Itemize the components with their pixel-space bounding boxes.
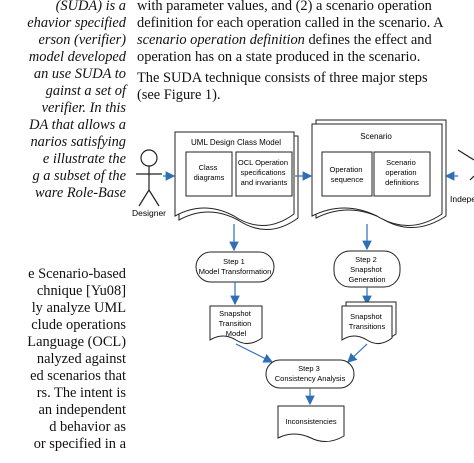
left-text-line: ehavior specified	[27, 15, 126, 31]
left-text-line: d behavior as	[49, 419, 126, 435]
text-segment: defines the effect and	[304, 32, 432, 48]
step2-line3: Generation	[348, 275, 385, 284]
ocl-line3: and invariants	[241, 178, 288, 187]
designer-actor-icon	[136, 149, 162, 207]
class-diagrams-line2: diagrams	[194, 173, 225, 182]
right-text-line: The SUDA technique consists of three maj…	[137, 70, 428, 87]
left-text-line: narios satisfying	[30, 134, 126, 150]
snap-model-line3: Model	[226, 329, 247, 338]
right-text-line: scenario operation definition defines th…	[137, 32, 432, 49]
left-text-line: erson (verifier)	[38, 32, 126, 48]
step2-line2: Snapshot	[350, 265, 383, 274]
svg-text:Snapshot Transition Mo: Snapshot Transition Model	[219, 309, 254, 338]
svg-text:Step 3 Consistency Analysi: Step 3 Consistency Analysis	[275, 364, 346, 383]
left-text-line: model developed	[28, 49, 126, 65]
snapshot-model-doc	[209, 305, 263, 344]
svg-text:Snapshot Transitions: Snapshot Transitions	[349, 312, 386, 331]
svg-text:Step 2 Snapshot Genera: Step 2 Snapshot Generation	[348, 255, 385, 284]
left-text-line: g a subset of the	[32, 168, 126, 184]
svg-text:Scenario operation def: Scenario operation definitions	[385, 158, 419, 187]
op-seq-line1: Operation	[329, 165, 362, 174]
left-text-line: ly analyze UML	[31, 300, 126, 316]
left-text-line: ed scenarios that	[30, 368, 126, 384]
text-segment: operation has on a state produced in the…	[137, 49, 421, 65]
inconsistencies-doc	[277, 405, 345, 442]
left-text-line: or specified in a	[33, 436, 126, 452]
step2-line1: Step 2	[355, 255, 377, 264]
text-segment: definition for each operation called in …	[137, 15, 444, 31]
left-text-line: rs. The intent is	[36, 385, 126, 401]
right-text-line: (see Figure 1).	[137, 87, 221, 104]
step1-line1: Step 1	[223, 257, 245, 266]
left-text-line: an independent	[38, 402, 126, 418]
left-text-line: nalyzed against	[36, 351, 126, 367]
ocl-spec-box	[235, 151, 293, 197]
ocl-line1: OCL Operation	[238, 158, 288, 167]
step1-line2: Model Transformation	[199, 267, 272, 276]
snap-model-line1: Snapshot	[219, 309, 252, 318]
class-diagrams-box	[185, 151, 233, 197]
scenario-title: Scenario	[360, 132, 392, 141]
right-text-line: operation has on a state produced in the…	[137, 49, 420, 66]
scenario-op-def-box	[373, 151, 431, 197]
left-text-line: clude operations	[31, 317, 126, 333]
text-segment: The SUDA technique consists of three maj…	[137, 70, 428, 86]
svg-text:Step 1 Model Transformatio: Step 1 Model Transformation	[199, 257, 272, 276]
svg-text:Class diagrams: Class diagrams	[194, 163, 225, 182]
snap-trans-line2: Transitions	[349, 322, 386, 331]
designer-label: Designer	[132, 208, 166, 218]
independent-actor-icon	[457, 149, 474, 181]
snap-trans-line1: Snapshot	[350, 312, 383, 321]
class-diagrams-line1: Class	[199, 163, 218, 172]
snap-model-line2: Transition	[219, 319, 252, 328]
left-text-line: gainst a set of	[45, 83, 126, 99]
step3-line1: Step 3	[298, 364, 320, 373]
model-to-step3-arrow	[235, 343, 274, 363]
step3-line2: Consistency Analysis	[275, 374, 346, 383]
svg-text:OCL Operation specificatio: OCL Operation specifications and invaria…	[238, 158, 290, 187]
scen-def-line3: definitions	[385, 178, 419, 187]
operation-sequence-box	[321, 151, 373, 197]
independent-label: Indepe	[450, 194, 474, 204]
text-segment: (see Figure 1).	[137, 87, 221, 103]
op-seq-line2: sequence	[331, 175, 364, 184]
left-text-line: Language (OCL)	[27, 334, 126, 350]
text-segment: scenario operation definition	[137, 32, 305, 48]
svg-text:Operation sequence: Operation sequence	[329, 165, 364, 184]
scen-def-line2: operation	[385, 168, 416, 177]
snapshot-transitions-doc	[341, 305, 393, 344]
ocl-line2: specifications	[240, 168, 285, 177]
inconsistencies-label: Inconsistencies	[285, 417, 337, 426]
left-text-line: (SUDA) is a	[55, 0, 126, 14]
left-text-line: ware Role-Base	[35, 185, 126, 201]
left-text-line: e illustrate the	[42, 151, 126, 167]
right-text-line: with parameter values, and (2) a scenari…	[137, 0, 432, 15]
left-text-line: an use SUDA to	[33, 66, 126, 82]
uml-model-title: UML Design Class Model	[191, 138, 281, 147]
transitions-to-step3-arrow	[347, 343, 368, 363]
scen-def-line1: Scenario	[386, 158, 416, 167]
left-text-line: verifier. In this	[41, 100, 126, 116]
left-text-line: e Scenario-based	[28, 266, 126, 282]
right-text-line: definition for each operation called in …	[137, 15, 443, 32]
left-text-line: DA that allows a	[29, 117, 126, 133]
text-segment: with parameter values, and (2) a scenari…	[137, 0, 432, 14]
left-text-line: chnique [Yu08]	[36, 283, 126, 299]
